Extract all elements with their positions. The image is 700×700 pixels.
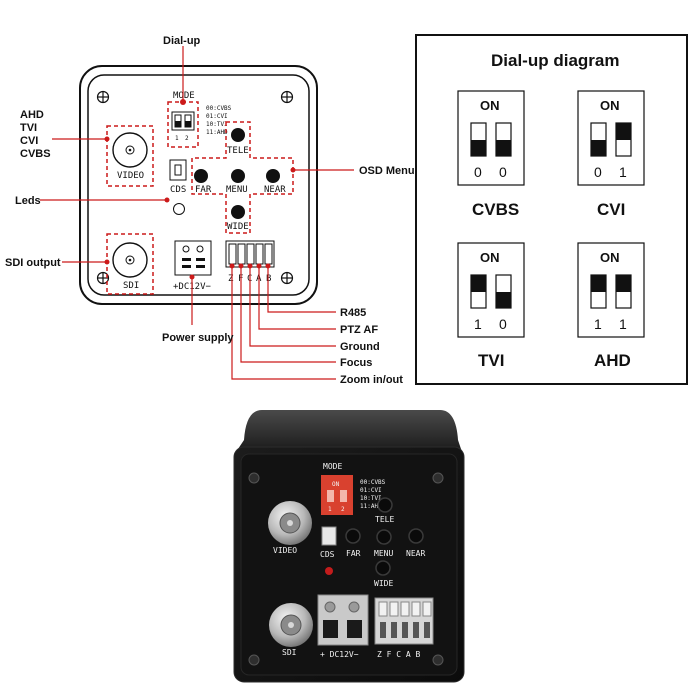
bit-2: 0 bbox=[499, 164, 507, 180]
photo-cds-sensor bbox=[321, 526, 337, 546]
panel-tele-label: TELE bbox=[227, 146, 249, 156]
panel-sdi-label: SDI bbox=[123, 281, 139, 291]
mode-name-tvi: TVI bbox=[478, 351, 504, 370]
osd-callout-box bbox=[191, 121, 294, 234]
bit-1: 0 bbox=[594, 164, 602, 180]
label-cvi: CVI bbox=[20, 135, 38, 147]
dip-card-tvi: ON 1 0 TVI bbox=[457, 242, 525, 370]
panel-wide-button bbox=[231, 205, 245, 219]
panel-switch-num-1: 1 bbox=[175, 135, 179, 142]
panel-mode-label: MODE bbox=[173, 91, 195, 101]
photo-tele-label: TELE bbox=[375, 515, 394, 524]
panel-led bbox=[173, 203, 185, 215]
photo-wide-label: WIDE bbox=[374, 579, 393, 588]
photo-dip-switch bbox=[321, 475, 353, 515]
mode-name-ahd: AHD bbox=[594, 351, 631, 370]
panel-far-label: FAR bbox=[195, 185, 212, 195]
label-tvi: TVI bbox=[20, 122, 37, 134]
mode-name-cvbs: CVBS bbox=[472, 200, 519, 219]
video-callout-box bbox=[106, 125, 154, 187]
photo-led bbox=[325, 567, 333, 575]
dip-card-cvi: ON 0 1 CVI bbox=[577, 90, 645, 219]
on-label: ON bbox=[600, 250, 620, 265]
panel-cds-label: CDS bbox=[170, 185, 186, 195]
bit-1: 1 bbox=[594, 316, 602, 332]
dip-card-ahd: ON 1 1 AHD bbox=[577, 242, 645, 370]
panel-menu-button bbox=[231, 169, 245, 183]
label-ptz-af: PTZ AF bbox=[340, 324, 378, 336]
panel-near-button bbox=[266, 169, 280, 183]
camera-photo: MODE ON 1 2 00:CVBS 01:CVI 10:TVI 11:AHD… bbox=[233, 410, 465, 683]
dip-card-cvbs: ON 0 0 CVBS bbox=[457, 90, 525, 219]
photo-menu-label: MENU bbox=[374, 549, 393, 558]
label-focus: Focus bbox=[340, 357, 372, 369]
panel-terminal-z: Z bbox=[228, 274, 234, 284]
panel-video-label: VIDEO bbox=[117, 171, 144, 181]
photo-on-label: ON bbox=[332, 481, 340, 488]
terminal-callout-lines bbox=[231, 264, 336, 380]
camera-top-surface bbox=[236, 410, 462, 452]
label-r485: R485 bbox=[340, 307, 366, 319]
photo-switch-num-1: 1 bbox=[328, 506, 332, 513]
mode-name-cvi: CVI bbox=[597, 200, 625, 219]
dialup-diagram-box: Dial-up diagram ON 0 0 CVBS ON 0 1 CVI bbox=[415, 34, 688, 385]
label-sdi-output: SDI output bbox=[5, 257, 61, 269]
photo-sdi-label: SDI bbox=[282, 648, 297, 657]
panel-menu-label: MENU bbox=[226, 185, 248, 195]
panel-dip-switch bbox=[171, 111, 195, 131]
panel-far-button bbox=[194, 169, 208, 183]
panel-power-block bbox=[174, 240, 212, 276]
panel-tele-button bbox=[231, 128, 245, 142]
photo-terminal-labels: Z F C A B bbox=[377, 650, 421, 659]
panel-wide-label: WIDE bbox=[227, 222, 249, 232]
photo-mode-row: 00:CVBS bbox=[360, 479, 386, 486]
on-label: ON bbox=[480, 250, 500, 265]
photo-switch-num-2: 2 bbox=[341, 506, 345, 513]
dialup-diagram-title: Dial-up diagram bbox=[491, 51, 619, 70]
photo-mode-row: 11:AHD bbox=[360, 503, 382, 510]
label-dial-up: Dial-up bbox=[163, 35, 201, 47]
photo-far-label: FAR bbox=[346, 549, 361, 558]
label-cvbs: CVBS bbox=[20, 148, 51, 160]
photo-mode-row: 10:TVI bbox=[360, 495, 382, 502]
video-bnc-connector bbox=[112, 132, 148, 168]
label-power-supply: Power supply bbox=[162, 332, 234, 344]
panel-cds-sensor bbox=[169, 159, 187, 181]
on-label: ON bbox=[480, 98, 500, 113]
bit-2: 1 bbox=[619, 316, 627, 332]
panel-mode-row: 01:CVI bbox=[206, 113, 228, 120]
dialup-callout-dot bbox=[180, 99, 186, 105]
label-ahd: AHD bbox=[20, 109, 44, 121]
corner-screws bbox=[96, 90, 294, 285]
bit-1: 0 bbox=[474, 164, 482, 180]
rear-panel-diagram: MODE 1 2 Dial-up 00:CVBS 01:CVI 10:TVI 1… bbox=[5, 35, 415, 386]
panel-terminal-b: B bbox=[266, 274, 271, 284]
photo-mode-label: MODE bbox=[323, 462, 342, 471]
photo-near-label: NEAR bbox=[406, 549, 425, 558]
photo-mode-row: 01:CVI bbox=[360, 487, 382, 494]
panel-mode-row: 11:AHD bbox=[206, 129, 228, 136]
photo-video-label: VIDEO bbox=[273, 546, 297, 555]
panel-terminal-block bbox=[225, 240, 275, 268]
label-zoom: Zoom in/out bbox=[340, 374, 403, 386]
photo-osd-buttons bbox=[345, 497, 424, 576]
on-label: ON bbox=[600, 98, 620, 113]
label-ground: Ground bbox=[340, 341, 380, 353]
photo-power-label: + DC12V− bbox=[320, 650, 359, 659]
label-osd-menu: OSD Menu bbox=[359, 165, 415, 177]
sdi-bnc-connector bbox=[112, 242, 148, 278]
photo-screws bbox=[248, 472, 444, 666]
bit-2: 1 bbox=[619, 164, 627, 180]
panel-near-label: NEAR bbox=[264, 185, 286, 195]
panel-mode-row: 10:TVI bbox=[206, 121, 228, 128]
outer-housing bbox=[79, 65, 318, 305]
panel-switch-num-2: 2 bbox=[185, 135, 189, 142]
label-leds: Leds bbox=[15, 195, 41, 207]
photo-cds-label: CDS bbox=[320, 550, 335, 559]
bit-2: 0 bbox=[499, 316, 507, 332]
bit-1: 1 bbox=[474, 316, 482, 332]
inner-panel bbox=[87, 74, 310, 296]
panel-mode-row: 00:CVBS bbox=[206, 105, 232, 112]
